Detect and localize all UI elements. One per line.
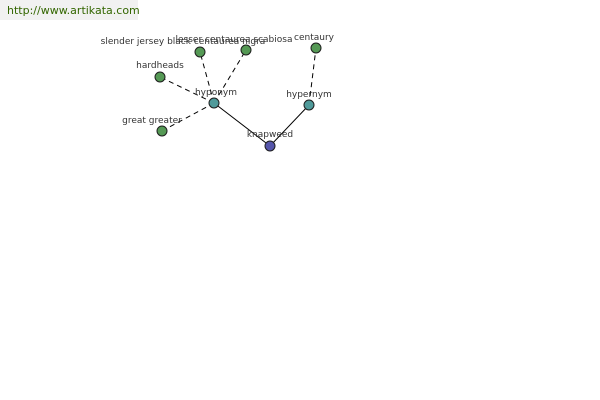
node-label: knapweed — [247, 130, 293, 140]
edge-knapweed-hyponym — [213, 102, 271, 147]
node-lesser-centaurea-scabiosa[interactable]: lesser centaurea scabiosa — [176, 35, 293, 56]
node-label: lesser centaurea scabiosa — [176, 35, 293, 45]
node-marker[interactable] — [303, 99, 315, 111]
node-slender-jersey-black-centaurea[interactable]: slender jersey black centaurea nigra — [101, 37, 266, 58]
edge-hyponym-great-greater — [161, 102, 215, 132]
node-label: centaury — [294, 33, 335, 43]
site-url-link[interactable]: http://www.artikata.com — [7, 4, 140, 17]
node-marker[interactable] — [310, 42, 322, 54]
node-marker[interactable] — [240, 44, 252, 56]
node-label: hyponym — [195, 88, 237, 98]
nodes-layer: knapweed hyponym hypernym slender jersey bl… — [101, 33, 335, 152]
node-marker[interactable] — [156, 125, 168, 137]
node-label: hypernym — [286, 90, 332, 100]
node-label: slender jersey black centaurea nigra — [101, 37, 266, 47]
node-marker[interactable] — [208, 97, 220, 109]
edge-hypernym-centaury — [308, 47, 317, 106]
edge-hyponym-lesser-centaurea-scabiosa — [213, 49, 247, 104]
edge-knapweed-hypernym — [269, 104, 310, 147]
node-hyponym[interactable]: hyponym — [195, 88, 237, 109]
node-knapweed[interactable]: knapweed — [247, 130, 293, 152]
edge-hyponym-hardheads — [159, 76, 215, 104]
node-centaury[interactable]: centaury — [294, 33, 335, 54]
node-marker[interactable] — [264, 140, 276, 152]
node-great-greater[interactable]: great greater — [122, 116, 182, 137]
edges-layer — [159, 47, 317, 147]
node-marker[interactable] — [194, 46, 206, 58]
node-label: great greater — [122, 116, 182, 126]
node-hardheads[interactable]: hardheads — [136, 61, 184, 83]
node-hypernym[interactable]: hypernym — [286, 90, 332, 111]
node-label: hardheads — [136, 61, 184, 71]
node-marker[interactable] — [154, 71, 166, 83]
url-banner: http://www.artikata.com — [0, 0, 140, 20]
